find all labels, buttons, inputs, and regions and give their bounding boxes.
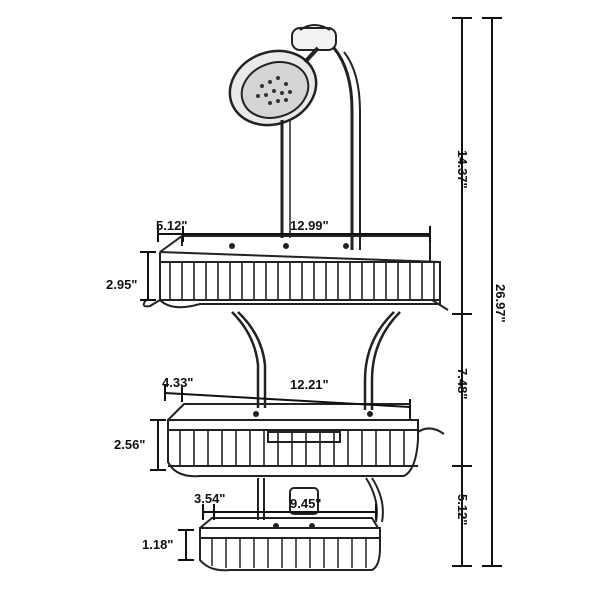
top-basket: [142, 235, 449, 311]
bottom-depth-label: 3.54": [194, 491, 225, 506]
total-height-label: 26.97": [493, 284, 508, 323]
bottom-width-label: 9.45": [290, 496, 321, 511]
mid-width-label: 12.21": [290, 377, 329, 392]
top-width-label: 12.99": [290, 218, 329, 233]
span-mid-bottom-label: 5.12": [455, 494, 470, 525]
mid-height-label: 2.56": [114, 437, 145, 452]
connector-rods: [231, 311, 401, 410]
span-top-mid-label: 7.48": [455, 368, 470, 399]
middle-basket: [167, 403, 445, 478]
dimension-lines: [140, 17, 502, 567]
top-height-label: 2.95": [106, 277, 137, 292]
bottom-basket: [199, 517, 381, 572]
span-head-top-label: 14.37": [455, 150, 470, 189]
shower-head-icon: [228, 24, 361, 250]
top-depth-label: 5.12": [156, 218, 187, 233]
bottom-height-label: 1.18": [142, 537, 173, 552]
mid-depth-label: 4.33": [162, 375, 193, 390]
